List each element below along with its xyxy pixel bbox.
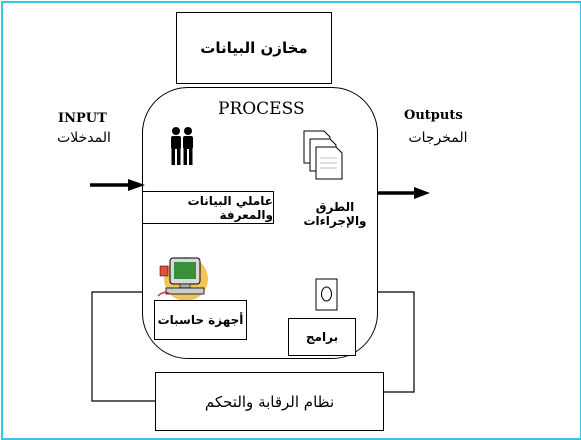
- left-feedback-line: [91, 291, 155, 402]
- software-box: برامج: [288, 318, 356, 356]
- output-label-ar: المخرجات: [408, 130, 468, 146]
- control-box: نظام الرقابة والتحكم: [155, 372, 384, 431]
- control-label: نظام الرقابة والتحكم: [204, 392, 335, 411]
- workers-label: عاملي البيانات والمعرفة: [187, 193, 273, 222]
- output-arrow: [378, 187, 430, 199]
- computers-label: أجهزة حاسبات: [157, 313, 244, 327]
- software-label: برامج: [305, 330, 339, 344]
- process-title: PROCESS: [218, 99, 305, 119]
- data-stores-box: مخازن البيانات: [176, 12, 332, 84]
- methods-label: الطرق والإجراءات: [303, 200, 367, 228]
- workers-box: عاملي البيانات والمعرفة: [142, 191, 274, 224]
- output-label-en: Outputs: [404, 108, 463, 123]
- input-label-en: INPUT: [58, 111, 107, 126]
- computers-box: أجهزة حاسبات: [154, 300, 247, 340]
- data-stores-label: مخازن البيانات: [200, 39, 308, 57]
- right-feedback-line: [378, 291, 415, 393]
- input-label-ar: المدخلات: [57, 130, 111, 146]
- input-arrow: [90, 179, 145, 191]
